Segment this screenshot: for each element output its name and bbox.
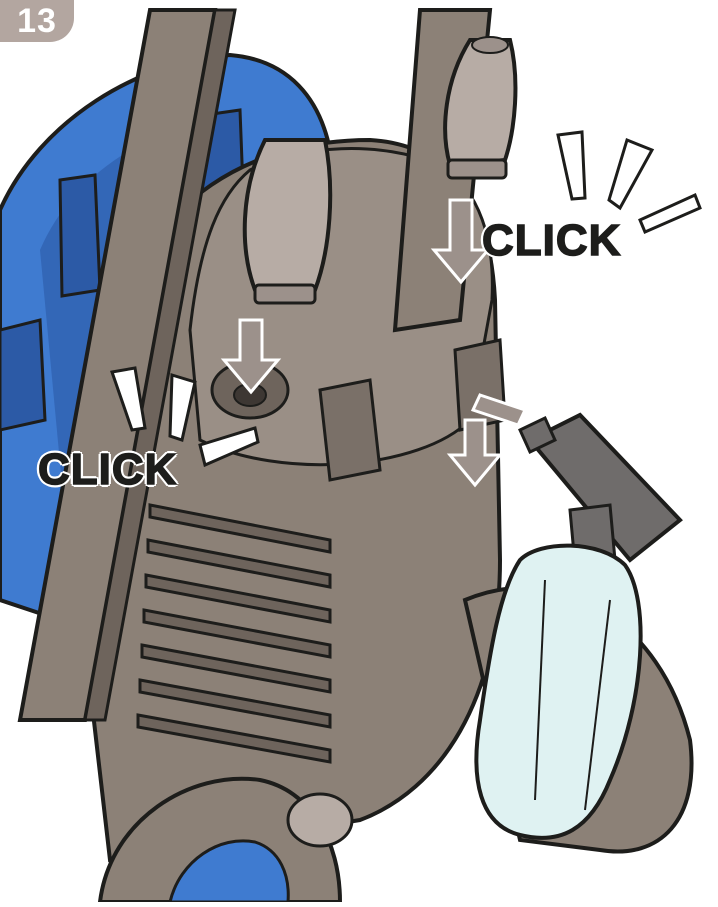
click-label-left: CLICK [38, 445, 177, 495]
click-label-right: CLICK [482, 216, 621, 266]
step-number-badge: 13 [0, 0, 74, 42]
nozzle-icon [245, 140, 330, 303]
